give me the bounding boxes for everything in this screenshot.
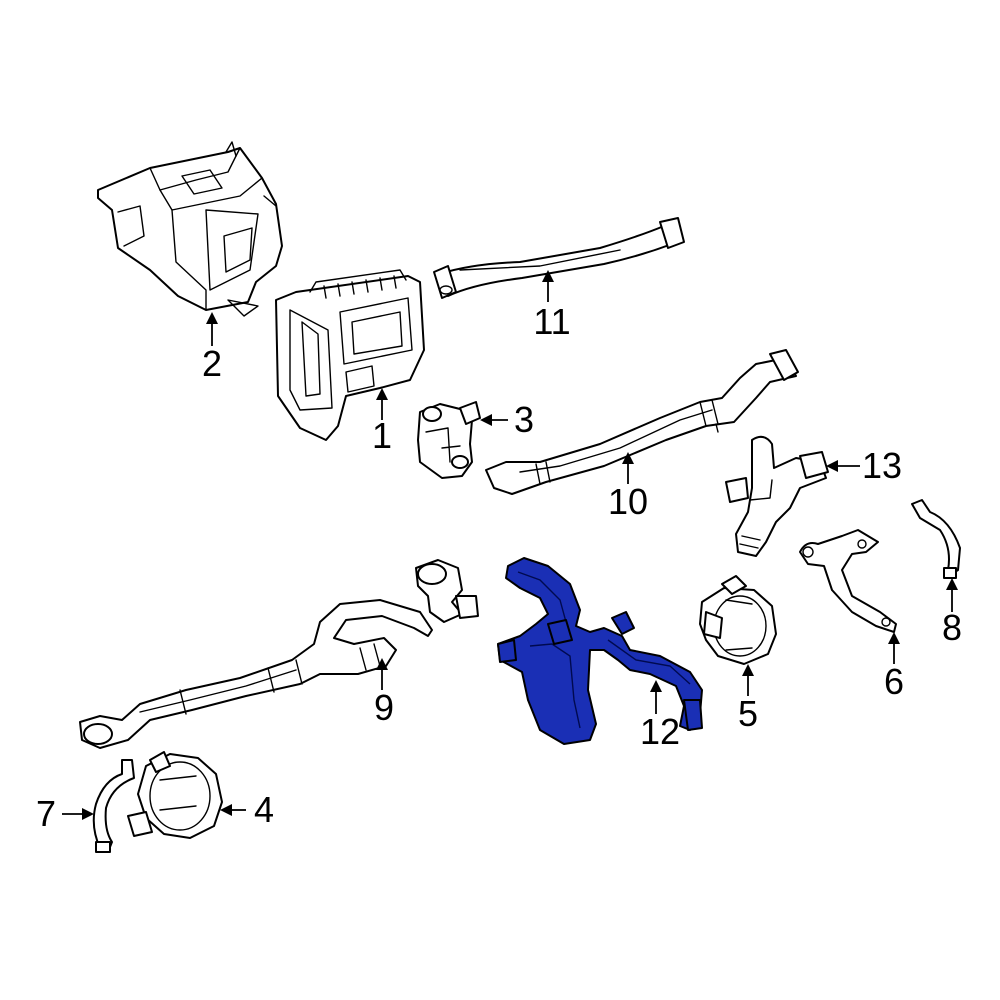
part-7-clamp[interactable] <box>92 759 135 853</box>
part-11-upper-hose[interactable] <box>433 217 685 299</box>
part-12-coolant-hose[interactable] <box>497 557 703 745</box>
callout-6[interactable]: 6 <box>884 661 904 702</box>
callout-7[interactable]: 7 <box>36 793 56 834</box>
part-2-housing-bracket[interactable] <box>97 141 283 317</box>
callout-4[interactable]: 4 <box>254 789 274 830</box>
part-8-clamp[interactable] <box>911 499 961 579</box>
callout-3[interactable]: 3 <box>514 399 534 440</box>
part-3-valve[interactable] <box>417 401 481 479</box>
callout-9[interactable]: 9 <box>374 687 394 728</box>
callout-leaders <box>62 270 958 820</box>
part-10-long-hose[interactable] <box>485 349 799 495</box>
callout-1[interactable]: 1 <box>372 415 392 456</box>
callout-12[interactable]: 12 <box>640 711 680 752</box>
callout-10[interactable]: 10 <box>608 481 648 522</box>
callout-5[interactable]: 5 <box>738 693 758 734</box>
callout-11[interactable]: 11 <box>533 301 570 342</box>
part-4-electric-pump[interactable] <box>127 751 223 839</box>
part-13-elbow-connector[interactable] <box>725 435 829 557</box>
part-9-hose-assembly[interactable] <box>79 559 479 749</box>
callout-8[interactable]: 8 <box>942 607 962 648</box>
callout-13[interactable]: 13 <box>862 445 902 486</box>
callout-2[interactable]: 2 <box>202 343 222 384</box>
part-5-water-pump[interactable] <box>699 575 777 665</box>
part-6-bracket[interactable] <box>799 529 897 633</box>
part-1-box-assembly[interactable] <box>275 269 425 441</box>
